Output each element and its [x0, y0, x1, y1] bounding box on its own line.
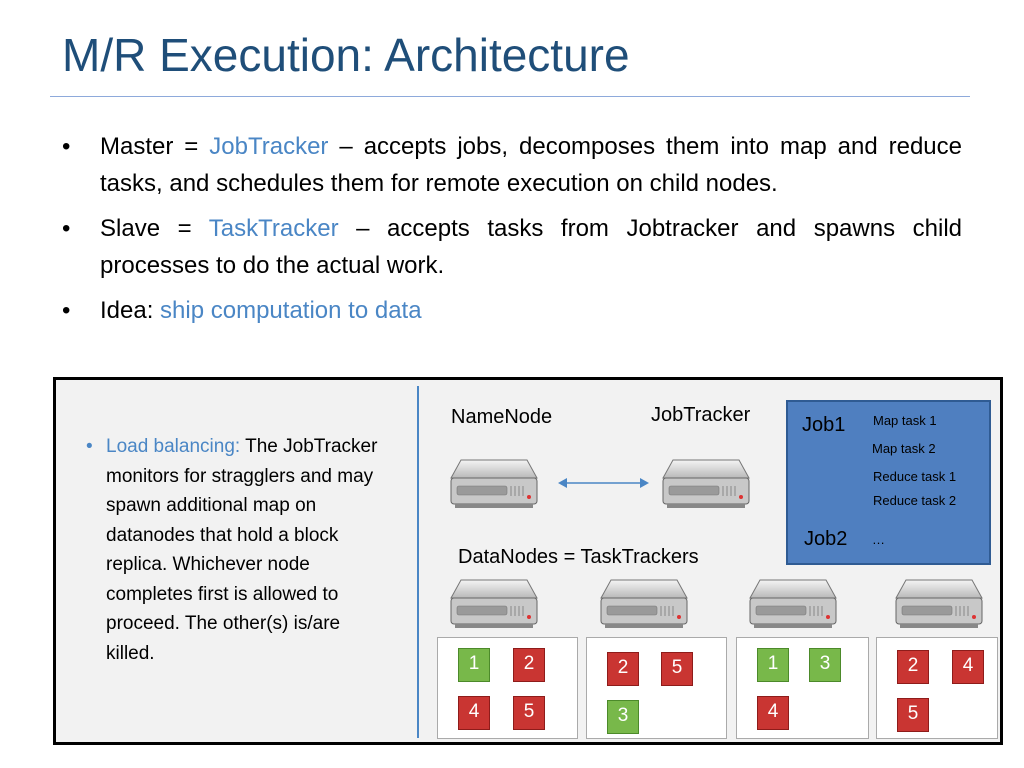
job-task: Map task 2 [872, 441, 936, 456]
bullet-prefix: Slave = [100, 215, 209, 242]
bullet-dot: • [62, 297, 71, 324]
job-queue-box: Job1 Map task 1 Map task 2 Reduce task 1… [786, 400, 991, 565]
double-arrow-icon [558, 478, 649, 488]
bullet-highlight: TaskTracker [208, 215, 339, 242]
datanode-server-icon [599, 578, 689, 635]
bullet-highlight: ship computation to data [160, 297, 422, 324]
job2-label: Job2 [804, 528, 848, 550]
data-block-red: 4 [458, 696, 490, 730]
bullet-prefix: Master = [100, 133, 210, 160]
bullet-list: • Master = JobTracker – accepts jobs, de… [62, 128, 962, 337]
data-block-red: 4 [757, 696, 789, 730]
architecture-diagram: • Load balancing: The JobTracker monitor… [53, 377, 1003, 745]
bullet-dot: • [62, 215, 71, 242]
divider-line [417, 386, 419, 738]
jobtracker-label: JobTracker [651, 404, 751, 426]
data-block-green: 1 [757, 648, 789, 682]
bullet-dot: • [62, 133, 71, 160]
bullet-slave: • Slave = TaskTracker – accepts tasks fr… [62, 210, 962, 284]
bullet-master: • Master = JobTracker – accepts jobs, de… [62, 128, 962, 202]
load-balancing-note: • Load balancing: The JobTracker monitor… [70, 432, 391, 668]
datanode-server-icon [894, 578, 984, 635]
datanode-server-icon [449, 578, 539, 635]
data-block-red: 4 [952, 650, 984, 684]
note-highlight: Load balancing: [106, 436, 241, 457]
note-text: The JobTracker monitors for stragglers a… [106, 436, 378, 664]
data-block-green: 1 [458, 648, 490, 682]
job-task: Reduce task 1 [873, 469, 957, 484]
page-title: M/R Execution: Architecture [62, 29, 630, 81]
datanodes-label: DataNodes = TaskTrackers [458, 546, 699, 568]
data-block-green: 3 [607, 700, 639, 734]
bullet-text: – accepts tasks from Jobtracker and spaw… [100, 215, 963, 279]
bullet-highlight: JobTracker [209, 133, 329, 160]
data-block-red: 5 [661, 652, 693, 686]
job-task: Reduce task 2 [873, 493, 957, 508]
data-block-red: 2 [897, 650, 929, 684]
data-block-green: 3 [809, 648, 841, 682]
namenode-label: NameNode [451, 406, 553, 428]
bullet-idea: • Idea: ship computation to data [62, 292, 962, 329]
title-divider [50, 96, 970, 97]
job-task: Map task 1 [873, 413, 937, 428]
jobtracker-server-icon [661, 458, 751, 515]
bullet-text: – accepts jobs, decomposes them into map… [100, 133, 963, 197]
bullet-prefix: Idea: [100, 297, 161, 324]
data-block-red: 2 [607, 652, 639, 686]
bullet-dot: • [86, 436, 93, 457]
data-block-red: 5 [897, 698, 929, 732]
job-ellipsis: … [872, 532, 885, 547]
datanode-server-icon [748, 578, 838, 635]
data-block-red: 5 [513, 696, 545, 730]
namenode-server-icon [449, 458, 539, 515]
job1-label: Job1 [802, 414, 846, 436]
data-block-red: 2 [513, 648, 545, 682]
